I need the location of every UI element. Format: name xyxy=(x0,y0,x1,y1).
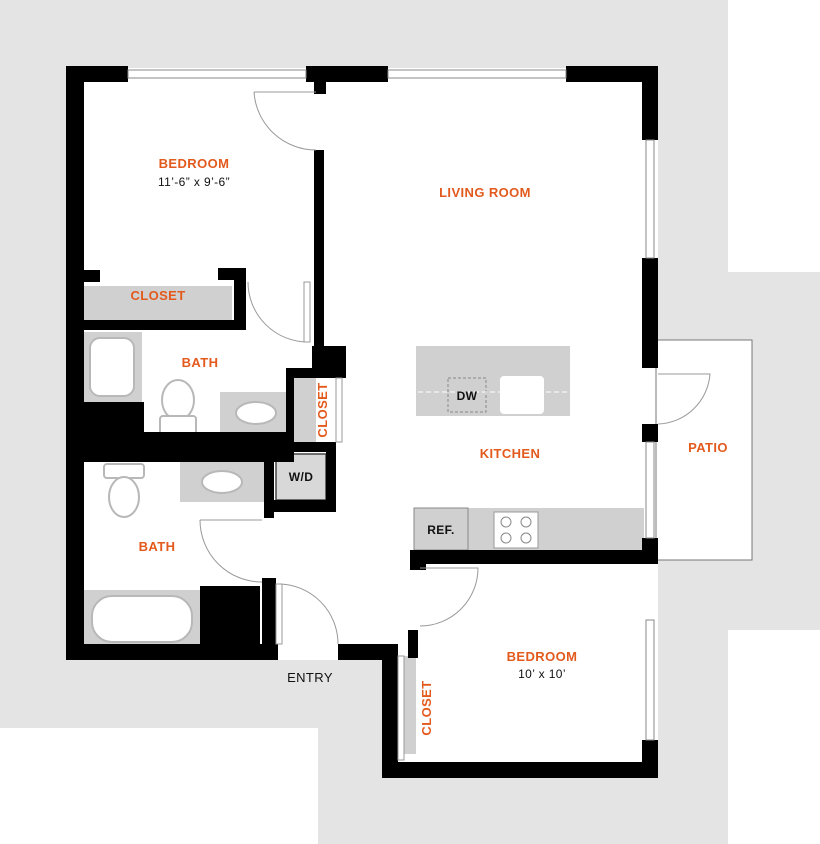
tub-basin xyxy=(91,595,193,643)
living-room-label: LIVING ROOM xyxy=(439,185,531,200)
wall xyxy=(408,630,418,658)
wall xyxy=(264,500,336,512)
wall xyxy=(200,586,260,646)
wall xyxy=(306,66,388,82)
door-swing xyxy=(657,373,711,425)
bath2-label: BATH xyxy=(139,539,176,554)
door-swing xyxy=(419,567,479,627)
wall xyxy=(566,66,658,82)
refrigerator xyxy=(413,507,469,551)
wall xyxy=(66,66,84,660)
wall xyxy=(286,368,346,378)
toilet-2 xyxy=(103,463,145,518)
wall xyxy=(410,550,658,564)
bedroom2-label: BEDROOM xyxy=(507,649,578,664)
kitchen-sink xyxy=(500,376,544,414)
doors xyxy=(199,91,711,761)
refrigerator-label: REF. xyxy=(427,523,455,537)
wall xyxy=(264,442,274,518)
walls xyxy=(66,66,658,778)
entry-label: ENTRY xyxy=(287,670,333,685)
wall xyxy=(642,424,658,442)
wall xyxy=(66,644,278,660)
sinks xyxy=(201,401,277,494)
sink-2 xyxy=(201,470,243,494)
sink-1 xyxy=(235,401,277,425)
bath1-label: BATH xyxy=(182,355,219,370)
wall xyxy=(84,432,294,462)
door-swing xyxy=(253,91,317,151)
closet3-label: CLOSET xyxy=(419,680,434,735)
kitchen-island xyxy=(416,346,570,416)
kitchen-label: KITCHEN xyxy=(480,446,541,461)
wall xyxy=(84,270,100,282)
closet1-label: CLOSET xyxy=(130,288,185,303)
wall xyxy=(338,644,396,660)
bedroom1-label: BEDROOM xyxy=(159,156,230,171)
windows xyxy=(127,69,655,741)
door-swing xyxy=(199,519,263,583)
patio-label: PATIO xyxy=(688,440,728,455)
wall xyxy=(642,66,658,140)
wall xyxy=(382,762,658,778)
wall xyxy=(262,578,276,646)
laundry-label: W/D xyxy=(289,470,314,484)
closet-shelf-1 xyxy=(84,286,232,320)
closet2-label: CLOSET xyxy=(315,382,330,437)
wall xyxy=(642,258,658,368)
door-swing xyxy=(247,281,309,343)
wall xyxy=(314,150,324,346)
door-swing xyxy=(277,583,339,645)
bedroom1-dimensions: 11’-6” x 9’-6” xyxy=(158,175,230,189)
wall xyxy=(84,320,246,330)
wall xyxy=(326,442,336,512)
dishwasher xyxy=(447,377,487,413)
wall xyxy=(234,268,246,330)
wall xyxy=(314,82,326,94)
range xyxy=(493,511,539,549)
dishwasher-label: DW xyxy=(457,389,478,403)
wall xyxy=(264,442,336,452)
closet-shelf-2 xyxy=(292,378,316,442)
toilet-1 xyxy=(89,337,197,435)
patio-area xyxy=(655,339,753,561)
bedroom2-dimensions: 10’ x 10’ xyxy=(518,667,566,681)
wall xyxy=(286,368,294,448)
wall xyxy=(382,644,398,778)
